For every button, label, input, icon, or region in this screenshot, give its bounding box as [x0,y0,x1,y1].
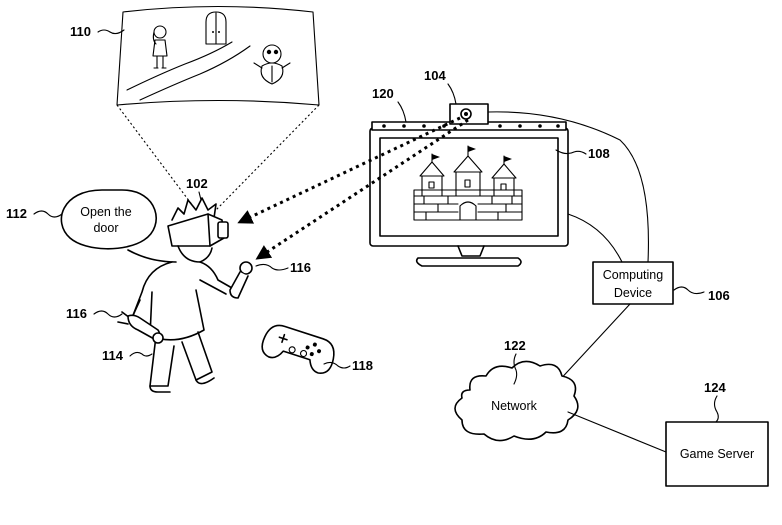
camera-icon [450,104,488,124]
ref-116-right: 116 [290,260,311,275]
network-server-link [568,412,666,452]
ref-118: 118 [352,358,373,373]
ref-108: 108 [588,146,610,161]
speech-text-line1: Open the [80,205,131,219]
computing-device-box: Computing Device [593,262,673,304]
ref-116-left: 116 [66,306,87,321]
ref-104: 104 [424,68,446,83]
ref-124: 124 [704,380,726,395]
ref-114: 114 [102,348,124,363]
game-server-label: Game Server [680,447,754,461]
game-server-box: Game Server [666,422,768,486]
girl-character-icon [153,26,167,68]
motion-controller-left-icon [118,312,163,343]
door-icon [206,12,226,44]
speech-text-line2: door [93,221,118,235]
network-label: Network [491,399,538,413]
ref-102: 102 [186,176,208,191]
computing-device-label-line2: Device [614,286,652,300]
device-network-link [556,304,630,384]
ref-106: 106 [708,288,730,303]
ref-120: 120 [372,86,394,101]
ref-122: 122 [504,338,526,353]
motion-controller-right-icon [230,262,252,298]
gamepad-icon [259,321,339,376]
display-cable [568,214,622,262]
ref-110: 110 [70,24,91,39]
ref-112: 112 [6,206,27,221]
user-figure [130,198,232,392]
hmd-view-scene [117,7,319,106]
creature-icon [254,45,290,84]
computing-device-label-line1: Computing [603,268,663,282]
speech-bubble: Open the door [61,190,176,262]
hmd-icon [168,214,228,246]
